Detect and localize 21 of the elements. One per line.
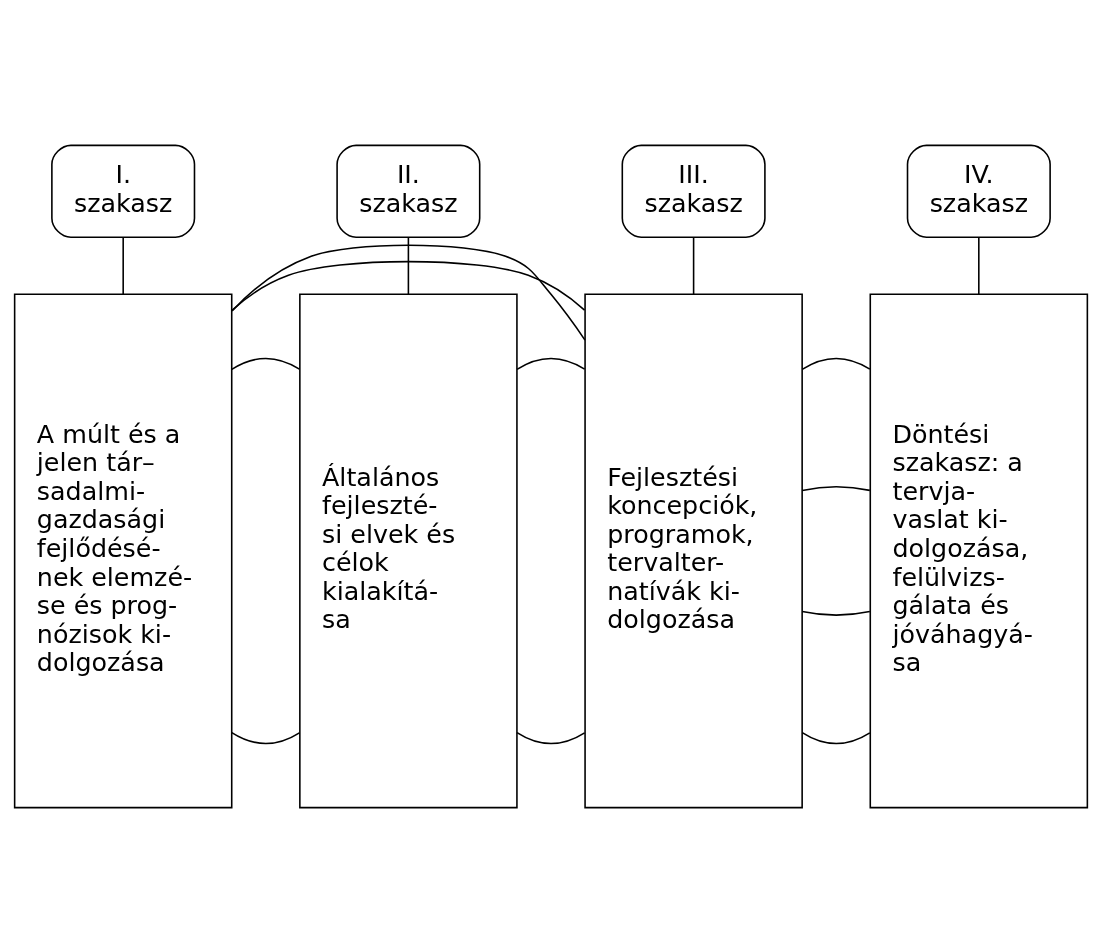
connector	[407, 236, 410, 295]
node-box: IV. szakasz	[906, 144, 1051, 238]
connector	[801, 357, 871, 370]
node-box: Döntési szakasz: a tervja- vaslat ki- dolgozása, felülvizs- gálata és jóváhagyá- sa	[869, 293, 1089, 808]
connector	[231, 357, 301, 370]
connector	[692, 236, 695, 295]
node-box: II. szakasz	[336, 144, 481, 238]
connector	[801, 610, 871, 616]
node-box: III. szakasz	[621, 144, 766, 238]
connector	[801, 731, 871, 744]
connector	[801, 485, 871, 491]
node-box: A múlt és a jelen tár– sadalmi- gazdasági fejlődésé- nek elemzé- se és prog- nózisok ki- dolgozása	[13, 293, 233, 808]
connector	[978, 236, 980, 295]
node-box: Általános fejleszté- si elvek és célok kialakítá- sa	[299, 293, 518, 808]
connector	[231, 243, 586, 341]
connector	[516, 357, 586, 370]
connector	[516, 731, 586, 744]
connector	[231, 731, 301, 744]
node-box: I. szakasz	[51, 144, 196, 238]
connector	[122, 236, 124, 295]
node-box: Fejlesztési koncepciók, programok, tervalter- natívák ki- dolgozása	[584, 293, 803, 808]
